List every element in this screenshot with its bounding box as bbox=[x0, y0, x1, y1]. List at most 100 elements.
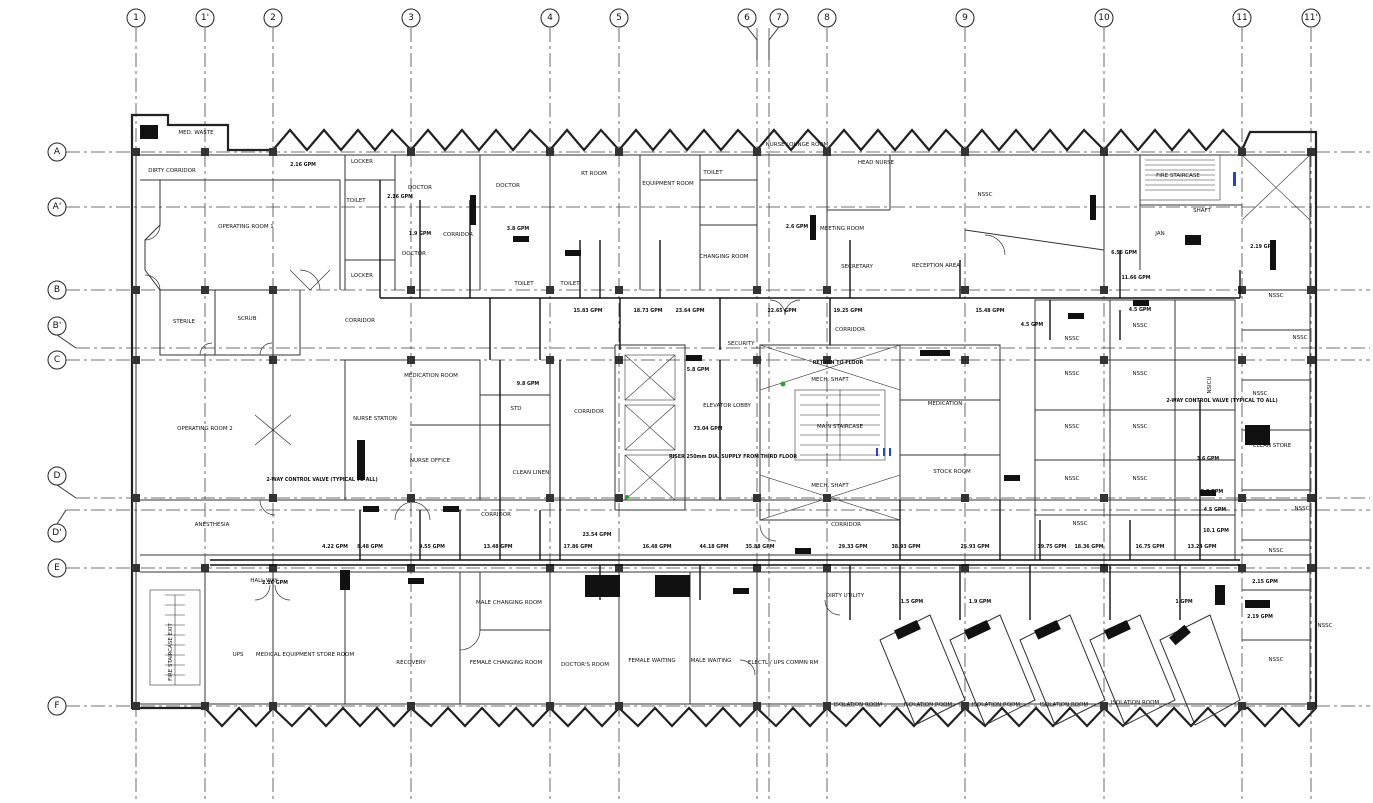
room-nurse-station: NURSE STATION bbox=[353, 416, 397, 422]
room-reception-area: RECEPTION AREA bbox=[912, 263, 960, 269]
room-corridor-main: CORRIDOR bbox=[345, 318, 375, 324]
room-std: STD bbox=[510, 406, 521, 412]
svg-text:E: E bbox=[54, 563, 60, 573]
room-corridor-mid: CORRIDOR bbox=[574, 409, 604, 415]
room-isolation-5: ISOLATION ROOM bbox=[1111, 700, 1160, 706]
room-elevator-lobby: ELEVATOR LOBBY bbox=[703, 403, 751, 409]
room-main-stair: MAIN STAIRCASE bbox=[817, 424, 863, 430]
room-nssc-r4: NSSC bbox=[1295, 506, 1310, 512]
room-nssc-3: NSSC bbox=[1065, 424, 1080, 430]
room-nssc-2: NSSC bbox=[1065, 371, 1080, 377]
room-sterile: STERILE bbox=[173, 319, 196, 325]
note-return: RETURN TO FLOOR bbox=[813, 360, 864, 366]
room-nssc-7: NSSC bbox=[1133, 424, 1148, 430]
room-clean-store: CLEAN STORE bbox=[1253, 443, 1292, 449]
grid-bubble-col-11p: 11' bbox=[1301, 8, 1321, 28]
room-doctor-3: DOCTOR bbox=[496, 183, 520, 189]
room-nssc-r2: NSSC bbox=[1293, 335, 1308, 341]
svg-text:7: 7 bbox=[776, 13, 782, 23]
room-fire-staircase-2: FIRE STAIRCASE EXIT bbox=[168, 622, 174, 680]
grid-bubble-row-a: A bbox=[47, 142, 67, 162]
room-shaft-1: SHAFT bbox=[1193, 208, 1211, 214]
room-male-changing: MALE CHANGING ROOM bbox=[476, 600, 542, 606]
grid-bubble-row-e: E bbox=[47, 558, 67, 578]
flow-label: 18.36 GPM bbox=[1074, 544, 1103, 550]
svg-text:D': D' bbox=[52, 528, 61, 538]
flow-label: 2.19 GPM bbox=[1247, 614, 1273, 620]
flow-label: 2.15 GPM bbox=[1252, 579, 1278, 585]
grid-bubble-row-f: F bbox=[47, 696, 67, 716]
mechanical-notes: 2-WAY CONTROL VALVE (TYPICAL TO ALL) 2-W… bbox=[262, 162, 1278, 620]
grid-bubble-row-b: B bbox=[47, 280, 67, 300]
svg-text:A': A' bbox=[53, 202, 62, 212]
flow-label: 16.48 GPM bbox=[642, 544, 671, 550]
flow-label: 44.18 GPM bbox=[699, 544, 728, 550]
room-corridor-c: CORRIDOR bbox=[835, 327, 865, 333]
equipment-tags bbox=[140, 125, 1276, 646]
room-toilet-3: TOILET bbox=[513, 281, 534, 287]
room-nssc-8: NSSC bbox=[1133, 476, 1148, 482]
svg-text:B': B' bbox=[53, 321, 62, 331]
room-head-nurse: HEAD NURSE bbox=[858, 160, 895, 166]
room-electl-ups: ELECTL / UPS COMMN RM bbox=[748, 660, 819, 666]
room-nssc-r6: NSSC bbox=[1318, 623, 1333, 629]
room-operating-room-2: OPERATING ROOM 2 bbox=[177, 426, 233, 432]
grid-bubble-col-1: 1 bbox=[126, 8, 146, 28]
flow-label: 4.5 GPM bbox=[1021, 322, 1044, 328]
flow-label: 4.5 GPM bbox=[1129, 307, 1152, 313]
grid-bubble-col-11: 11 bbox=[1232, 8, 1252, 28]
flow-label: 3.8 GPM bbox=[507, 226, 530, 232]
room-equipment-room: EQUIPMENT ROOM bbox=[642, 181, 694, 187]
svg-text:C: C bbox=[54, 355, 60, 365]
room-toilet-4: TOILET bbox=[559, 281, 580, 287]
grid-bubble-col-8: 8 bbox=[817, 8, 837, 28]
grid-bubble-col-10: 10 bbox=[1094, 8, 1114, 28]
room-scrub: SCRUB bbox=[238, 316, 257, 322]
doors bbox=[144, 224, 1006, 676]
room-nssc-6: NSSC bbox=[1133, 371, 1148, 377]
flow-label: 4.22 GPM bbox=[322, 544, 348, 550]
flow-label: 3.6 GPM bbox=[1197, 456, 1220, 462]
svg-text:2: 2 bbox=[270, 13, 276, 23]
flow-label: 2.16 GPM bbox=[262, 580, 288, 586]
room-female-changing: FEMALE CHANGING ROOM bbox=[470, 660, 543, 666]
flow-label: 22.65 GPM bbox=[767, 308, 796, 314]
flow-label: 1.9 GPM bbox=[409, 231, 432, 237]
svg-text:3: 3 bbox=[408, 13, 414, 23]
room-mech-shaft-2: MECH. SHAFT bbox=[811, 483, 849, 489]
grid-bubble-row-ap: A' bbox=[47, 197, 67, 217]
room-nssc-1: NSSC bbox=[1065, 336, 1080, 342]
room-nurse-lounge: NURSE LOUNGE ROOM bbox=[766, 142, 829, 148]
flow-label: 18.73 GPM bbox=[633, 308, 662, 314]
flow-label: 25.93 GPM bbox=[960, 544, 989, 550]
room-dirty-corridor: DIRTY CORRIDOR bbox=[148, 168, 196, 174]
note-riser: RISER 250mm DIA. SUPPLY FROM THIRD FLOOR bbox=[669, 454, 797, 460]
room-isolation-2: ISOLATION ROOM bbox=[904, 702, 953, 708]
flow-label: 5.8 GPM bbox=[1201, 489, 1224, 495]
room-anesthesia: ANESTHESIA bbox=[195, 522, 230, 528]
grid-bubble-row-bp: B' bbox=[47, 316, 67, 336]
room-nurse-office: NURSE OFFICE bbox=[410, 458, 451, 464]
room-corridor-d: CORRIDOR bbox=[481, 512, 511, 518]
flow-label: 5.8 GPM bbox=[687, 367, 710, 373]
grid-bubble-row-dp: D' bbox=[47, 523, 67, 543]
flow-label: 4.5 GPM bbox=[1204, 507, 1227, 513]
svg-text:11: 11 bbox=[1236, 13, 1247, 23]
flow-label: 11.66 GPM bbox=[1121, 275, 1150, 281]
flow-label: 1 GPM bbox=[1175, 599, 1192, 605]
room-nssc-r7: NSSC bbox=[1269, 657, 1284, 663]
room-isolation-1: ISOLATION ROOM bbox=[834, 702, 883, 708]
svg-text:5: 5 bbox=[616, 13, 622, 23]
svg-text:10: 10 bbox=[1098, 13, 1110, 23]
flow-label: 8.48 GPM bbox=[357, 544, 383, 550]
flow-label: 13.24 GPM bbox=[1187, 544, 1216, 550]
note-control-valve-left: 2-WAY CONTROL VALVE (TYPICAL TO ALL) bbox=[266, 477, 377, 483]
room-medication-room: MEDICATION ROOM bbox=[404, 373, 458, 379]
flow-label: 2.16 GPM bbox=[387, 194, 413, 200]
room-female-waiting: FEMALE WAITING bbox=[628, 658, 675, 664]
grid-bubble-row-d: D bbox=[47, 466, 67, 486]
room-locker-2: LOCKER bbox=[351, 273, 373, 279]
svg-text:11': 11' bbox=[1304, 13, 1318, 23]
room-doctors-room: DOCTOR'S ROOM bbox=[561, 662, 609, 668]
